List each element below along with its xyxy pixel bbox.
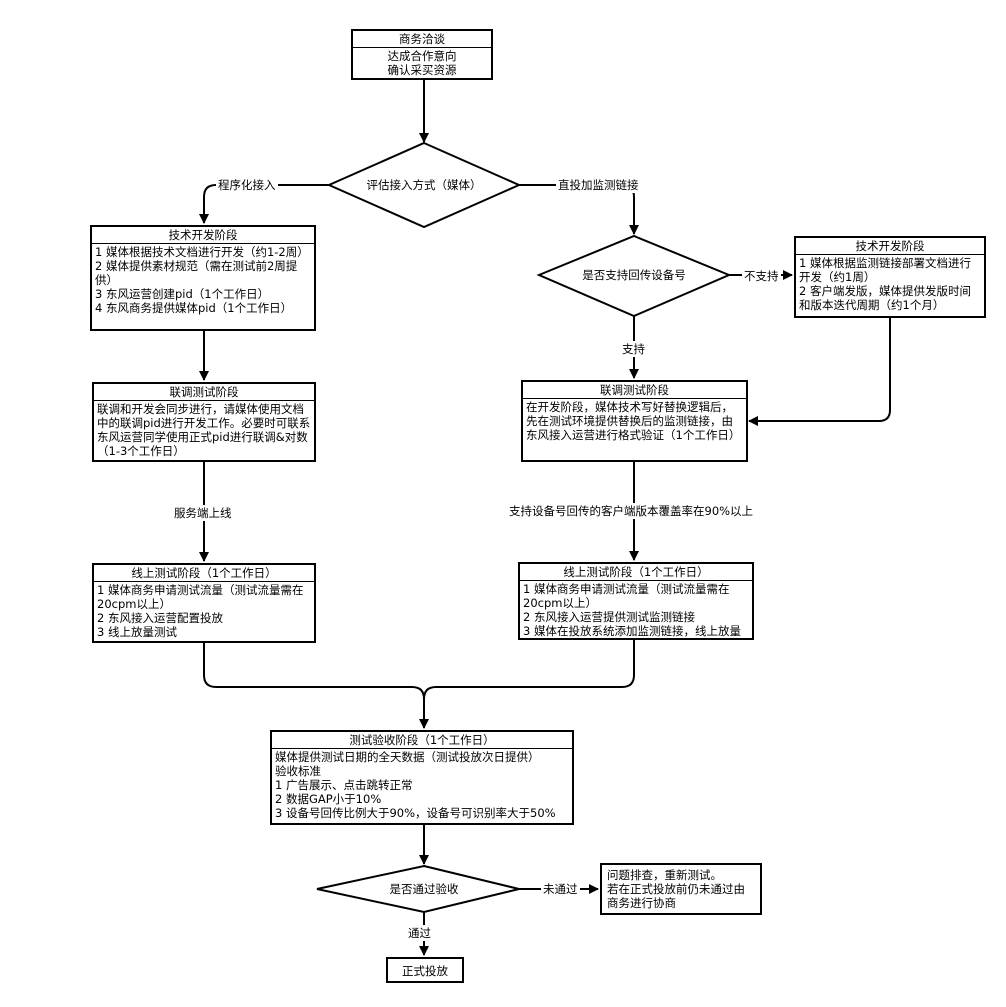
acceptance-line: 媒体提供测试日期的全天数据（测试投放次日提供） bbox=[275, 750, 540, 764]
edge-label-coverage: 支持设备号回传的客户端版本覆盖率在90%以上 bbox=[507, 503, 756, 519]
final-node: 正式投放 bbox=[386, 957, 464, 983]
right-online-title: 线上测试阶段（1个工作日） bbox=[520, 564, 752, 581]
edge-programmatic bbox=[199, 184, 329, 224]
retest-line: 问题排查，重新测试。 bbox=[607, 868, 722, 882]
left-dev-body: 1 媒体根据技术文档进行开发（约1-2周） 2 媒体提供素材规范（需在测试前2周… bbox=[92, 244, 314, 315]
left-online-line: 3 线上放量测试 bbox=[97, 625, 177, 639]
acceptance-body: 媒体提供测试日期的全天数据（测试投放次日提供） 验收标准 1 广告展示、点击跳转… bbox=[272, 749, 572, 820]
left-joint-title: 联调测试阶段 bbox=[94, 384, 314, 401]
acceptance-title: 测试验收阶段（1个工作日） bbox=[272, 732, 572, 749]
edge-label-pass: 通过 bbox=[406, 925, 433, 941]
edge-label-direct: 直投加监测链接 bbox=[556, 177, 641, 193]
start-title: 商务洽谈 bbox=[353, 31, 491, 48]
right-joint-line: 在开发阶段，媒体技术写好替换逻辑后，先在测试环境提供替换后的监测链接，由东风接入… bbox=[526, 400, 741, 442]
decision-access-diamond bbox=[326, 141, 522, 229]
start-node: 商务洽谈 达成合作意向 确认采买资源 bbox=[351, 29, 493, 80]
edge-label-fail: 未通过 bbox=[541, 881, 580, 897]
edge-left-online-to-acceptance bbox=[203, 643, 429, 729]
acceptance-line: 1 广告展示、点击跳转正常 bbox=[275, 778, 413, 792]
right-online-line: 2 东风接入运营提供测试监测链接 bbox=[523, 610, 695, 624]
decision-device-diamond bbox=[536, 234, 732, 318]
edge-label-programmatic: 程序化接入 bbox=[216, 177, 278, 193]
edge-label-support: 支持 bbox=[620, 341, 647, 357]
edge-right-dev-to-joint bbox=[748, 318, 891, 426]
right-dev-title: 技术开发阶段 bbox=[796, 238, 984, 255]
right-joint-title: 联调测试阶段 bbox=[523, 382, 746, 399]
decision-pass-diamond bbox=[316, 864, 520, 914]
acceptance-line: 验收标准 bbox=[275, 764, 321, 778]
decision-access-label: 评估接入方式（媒体） bbox=[366, 178, 482, 192]
left-joint-body: 联调和开发会同步进行，请媒体使用文档中的联调pid进行开发工作。必要时可联系东风… bbox=[94, 401, 314, 458]
left-dev-node: 技术开发阶段 1 媒体根据技术文档进行开发（约1-2周） 2 媒体提供素材规范（… bbox=[90, 225, 316, 331]
left-dev-line: 1 媒体根据技术文档进行开发（约1-2周） bbox=[95, 245, 309, 259]
right-online-line: 3 媒体在投放系统添加监测链接，线上放量 bbox=[523, 624, 741, 638]
left-joint-line: 联调和开发会同步进行，请媒体使用文档中的联调pid进行开发工作。必要时可联系东风… bbox=[97, 402, 311, 458]
start-line: 确认采买资源 bbox=[387, 63, 457, 77]
right-dev-node: 技术开发阶段 1 媒体根据监测链接部署文档进行开发（约1周） 2 客户端发版，媒… bbox=[794, 236, 986, 318]
right-online-body: 1 媒体商务申请测试流量（测试流量需在20cpm以上） 2 东风接入运营提供测试… bbox=[520, 581, 752, 638]
right-joint-node: 联调测试阶段 在开发阶段，媒体技术写好替换逻辑后，先在测试环境提供替换后的监测链… bbox=[521, 380, 748, 462]
retest-line: 若在正式投放前仍未通过由商务进行协商 bbox=[607, 882, 745, 910]
decision-pass-label: 是否通过验收 bbox=[389, 882, 459, 896]
right-joint-body: 在开发阶段，媒体技术写好替换逻辑后，先在测试环境提供替换后的监测链接，由东风接入… bbox=[523, 399, 746, 442]
right-dev-line: 2 客户端发版，媒体提供发版时间和版本迭代周期（约1个月） bbox=[799, 284, 971, 312]
left-dev-title: 技术开发阶段 bbox=[92, 227, 314, 244]
left-dev-line: 3 东风运营创建pid（1个工作日） bbox=[95, 287, 270, 301]
left-dev-line: 2 媒体提供素材规范（需在测试前2周提供） bbox=[95, 259, 298, 287]
left-online-node: 线上测试阶段（1个工作日） 1 媒体商务申请测试流量（测试流量需在20cpm以上… bbox=[92, 563, 316, 643]
edge-right-online-to-merge bbox=[423, 640, 635, 700]
right-online-line: 1 媒体商务申请测试流量（测试流量需在20cpm以上） bbox=[523, 582, 730, 610]
left-joint-node: 联调测试阶段 联调和开发会同步进行，请媒体使用文档中的联调pid进行开发工作。必… bbox=[92, 382, 316, 462]
decision-device-label: 是否支持回传设备号 bbox=[582, 268, 686, 282]
start-line: 达成合作意向 bbox=[387, 49, 457, 63]
left-online-line: 2 东风接入运营配置投放 bbox=[97, 611, 223, 625]
left-online-title: 线上测试阶段（1个工作日） bbox=[94, 565, 314, 582]
left-online-line: 1 媒体商务申请测试流量（测试流量需在20cpm以上） bbox=[97, 583, 304, 611]
right-dev-body: 1 媒体根据监测链接部署文档进行开发（约1周） 2 客户端发版，媒体提供发版时间… bbox=[796, 255, 984, 312]
edge-label-not-support: 不支持 bbox=[742, 268, 781, 284]
edge-label-server-online: 服务端上线 bbox=[172, 505, 234, 521]
start-body: 达成合作意向 确认采买资源 bbox=[353, 48, 491, 77]
left-online-body: 1 媒体商务申请测试流量（测试流量需在20cpm以上） 2 东风接入运营配置投放… bbox=[94, 582, 314, 639]
retest-node: 问题排查，重新测试。 若在正式投放前仍未通过由商务进行协商 bbox=[600, 863, 762, 915]
right-dev-line: 1 媒体根据监测链接部署文档进行开发（约1周） bbox=[799, 256, 971, 284]
acceptance-node: 测试验收阶段（1个工作日） 媒体提供测试日期的全天数据（测试投放次日提供） 验收… bbox=[270, 730, 574, 825]
acceptance-line: 2 数据GAP小于10% bbox=[275, 792, 382, 806]
acceptance-line: 3 设备号回传比例大于90%，设备号可识别率大于50% bbox=[275, 806, 556, 820]
left-dev-line: 4 东风商务提供媒体pid（1个工作日） bbox=[95, 301, 293, 315]
right-online-node: 线上测试阶段（1个工作日） 1 媒体商务申请测试流量（测试流量需在20cpm以上… bbox=[518, 562, 754, 640]
